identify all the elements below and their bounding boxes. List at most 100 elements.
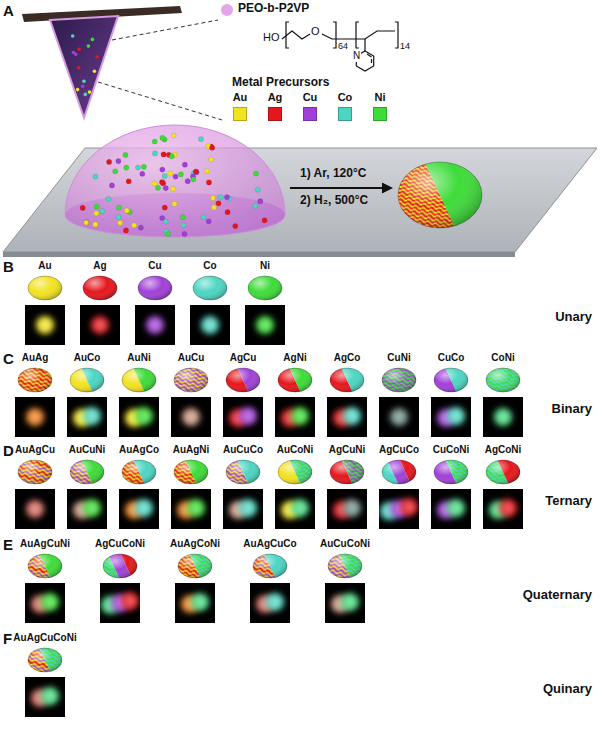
eds-signal — [489, 499, 517, 519]
precursor-dot — [182, 231, 187, 236]
eds-signal — [181, 593, 209, 613]
eds-map — [431, 489, 471, 529]
precursor-dot — [109, 183, 114, 188]
eds-signal — [281, 407, 309, 427]
eds-map — [119, 397, 159, 437]
eds-signal — [125, 407, 153, 427]
precursor-dot — [72, 51, 76, 55]
precursor-dot — [113, 169, 118, 174]
eds-signal — [390, 408, 408, 426]
figure-label: Binary — [552, 402, 592, 417]
precursor-dot — [123, 228, 128, 233]
precursor-dot — [258, 199, 263, 204]
eds-core — [192, 504, 201, 513]
eds-map — [25, 677, 65, 717]
precursor-dot — [91, 38, 95, 42]
eds-core — [31, 505, 40, 514]
particle-shading — [226, 460, 260, 484]
particle-shading — [330, 368, 364, 392]
particle-outline — [486, 368, 520, 392]
eds-core — [88, 412, 97, 421]
precursor-dot — [71, 34, 75, 38]
precursor-dot — [77, 66, 81, 70]
eds-glow — [239, 499, 257, 517]
eds-glow — [187, 499, 205, 517]
precursor-dot — [152, 151, 157, 156]
legend-text: Cu — [303, 91, 318, 104]
eds-core — [206, 321, 215, 330]
eds-signal — [380, 498, 418, 520]
particle-shading — [28, 648, 62, 672]
figure-label: 14 — [400, 41, 410, 51]
zoom-line — [112, 20, 218, 40]
eds-glow — [256, 316, 274, 334]
precursor-dot — [182, 162, 187, 167]
particle-shading — [486, 460, 520, 484]
eds-signal — [26, 500, 44, 518]
precursor-dot — [124, 165, 129, 170]
particle-shading — [330, 460, 364, 484]
eds-glow — [390, 408, 408, 426]
precursor-dot — [100, 209, 105, 214]
eds-map — [25, 583, 65, 623]
particle-shading — [328, 554, 362, 578]
precursor-dot — [262, 218, 267, 223]
eds-glow — [291, 407, 309, 425]
precursor-dot — [204, 169, 209, 174]
eds-signal — [146, 316, 164, 334]
particle-label: Ag — [93, 260, 106, 272]
particle-outline — [138, 276, 172, 300]
precursor-dot — [95, 55, 99, 59]
figure-label: A — [3, 2, 14, 19]
precursor-dot — [159, 180, 164, 185]
particle-outline — [174, 460, 208, 484]
particle-outline — [178, 554, 212, 578]
precursor-dot — [206, 180, 211, 185]
particle-outline — [253, 554, 287, 578]
figure-label: B — [3, 258, 14, 275]
particle-outline — [330, 368, 364, 392]
eds-glow — [201, 316, 219, 334]
precursor-dot — [185, 179, 190, 184]
eds-glow — [146, 316, 164, 334]
precursor-dot — [194, 170, 199, 175]
eds-glow — [291, 499, 309, 517]
particle-label: AuAgCuCo — [243, 538, 296, 550]
figure-label: 2) H₂, 500°C — [300, 194, 368, 208]
eds-map — [245, 305, 285, 345]
precursor-dot — [253, 203, 258, 208]
eds-signal — [437, 499, 465, 519]
eds-map — [25, 305, 65, 345]
precursor-dot — [216, 201, 221, 206]
eds-map — [431, 397, 471, 437]
precursor-dot — [93, 69, 97, 73]
arrow-head — [382, 183, 393, 194]
eds-map — [327, 397, 367, 437]
particle-outline — [70, 368, 104, 392]
figure-label: HO — [263, 31, 280, 44]
particle-shading — [18, 460, 52, 484]
eds-glow — [41, 593, 59, 611]
precursor-dot — [225, 210, 230, 215]
particle-outline — [434, 368, 468, 392]
eds-core — [31, 413, 40, 422]
eds-signal — [26, 408, 44, 426]
eds-map — [135, 305, 175, 345]
precursor-dot — [160, 135, 165, 140]
particle-shading — [174, 460, 208, 484]
particle-outline — [83, 276, 117, 300]
precursor-dot — [140, 171, 145, 176]
eds-glow — [239, 407, 257, 425]
figure-label: D — [3, 442, 14, 459]
eds-core — [244, 504, 253, 513]
precursor-dot — [198, 137, 203, 142]
legend-text: Ni — [375, 91, 386, 104]
particle-shading — [486, 368, 520, 392]
precursor-dot — [118, 220, 123, 225]
particle-outline — [278, 368, 312, 392]
precursor-dot — [166, 231, 171, 236]
particle-label: AuAgCuNi — [20, 538, 70, 550]
precursor-dot — [138, 225, 143, 230]
precursor-dot — [82, 80, 86, 84]
